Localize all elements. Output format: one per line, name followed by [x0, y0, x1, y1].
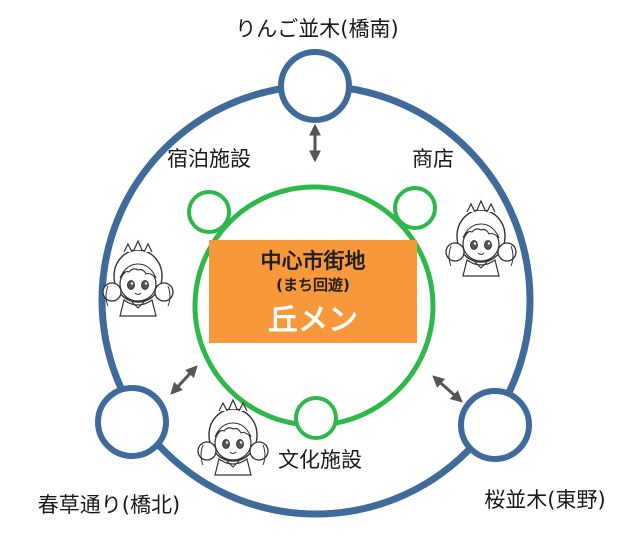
- inner-node-bottom: [294, 396, 338, 440]
- center-title: 中心市街地: [261, 249, 366, 273]
- outer-node-top: [278, 49, 352, 123]
- center-main-label: 丘メン: [268, 303, 358, 338]
- inner-node-upper-right: [393, 186, 437, 230]
- inner-label-upper-right: 商店: [412, 147, 454, 171]
- center-subtitle: (まち回遊): [276, 276, 350, 294]
- mascot-left: [102, 240, 174, 317]
- inner-label-upper-left: 宿泊施設: [167, 147, 251, 171]
- arrow-bottom-right: [432, 375, 463, 403]
- inner-node-upper-left: [187, 190, 231, 234]
- outer-label-bottom-left: 春草通り(橋北): [38, 493, 180, 517]
- outer-label-bottom-right: 桜並木(東野): [484, 488, 605, 512]
- outer-node-bottom-right: [458, 388, 532, 462]
- mascot-right: [445, 200, 517, 277]
- arrow-bottom-left: [170, 365, 198, 395]
- center-box: [209, 240, 417, 343]
- inner-label-bottom: 文化施設: [278, 448, 362, 472]
- outer-node-bottom-left: [95, 385, 169, 459]
- outer-label-top: りんご並木(橋南): [235, 17, 398, 41]
